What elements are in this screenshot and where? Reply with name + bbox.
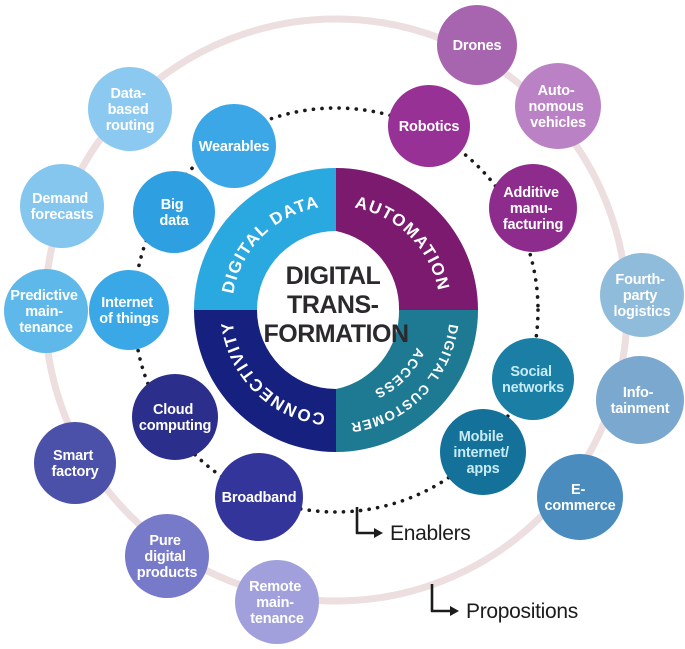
bubble-autonomous-vehicles: Auto- nomous vehicles bbox=[515, 63, 601, 149]
enablers-pointer: Enablers bbox=[355, 507, 471, 545]
bubble-label: Remote main- tenance bbox=[249, 579, 305, 627]
bubble-label: Info- tainment bbox=[611, 385, 670, 417]
bubble-label: Additive manu- facturing bbox=[503, 185, 563, 233]
bubble-label: Internet of things bbox=[99, 295, 159, 327]
bubble-label: Pure digital products bbox=[137, 533, 198, 581]
bubble-additive-manufacturing: Additive manu- facturing bbox=[489, 164, 577, 252]
propositions-pointer-line bbox=[430, 584, 450, 613]
bubble-cloud-computing: Cloud computing bbox=[132, 374, 218, 460]
bubble-label: Wearables bbox=[199, 139, 270, 155]
bubble-label: Data- based routing bbox=[106, 86, 155, 134]
bubble-label: Drones bbox=[453, 38, 502, 54]
bubble-circle bbox=[89, 270, 169, 350]
bubble-broadband: Broadband bbox=[215, 453, 303, 541]
bubble-label: Mobile internet/ apps bbox=[453, 429, 512, 477]
bubble-circle bbox=[489, 164, 577, 252]
bubble-circle bbox=[235, 560, 319, 644]
bubble-data-based-routing: Data- based routing bbox=[88, 67, 172, 151]
bubble-internet-of-things: Internet of things bbox=[89, 270, 169, 350]
propositions-label: Propositions bbox=[466, 600, 578, 623]
propositions-arrowhead-icon bbox=[450, 606, 459, 616]
bubble-predictive-maintenance: Predictive main- tenance bbox=[4, 269, 88, 353]
segment-connectivity bbox=[194, 310, 336, 452]
bubble-label: Robotics bbox=[399, 119, 460, 135]
segment-automation bbox=[336, 168, 478, 310]
bubble-label: Smart factory bbox=[52, 448, 99, 480]
bubble-smart-factory: Smart factory bbox=[34, 422, 116, 504]
propositions-pointer: Propositions bbox=[430, 584, 578, 623]
bubble-label: Demand forecasts bbox=[31, 191, 94, 223]
bubble-infotainment: Info- tainment bbox=[596, 356, 684, 444]
bubble-circle bbox=[34, 422, 116, 504]
segment-digital-data bbox=[194, 168, 336, 310]
bubble-robotics: Robotics bbox=[388, 85, 470, 167]
bubble-label: Social networks bbox=[502, 364, 564, 396]
bubble-remote-maintenance: Remote main- tenance bbox=[235, 560, 319, 644]
bubble-circle bbox=[132, 374, 218, 460]
bubble-circle bbox=[4, 269, 88, 353]
bubble-wearables: Wearables bbox=[192, 104, 276, 188]
enablers-dotted-ring bbox=[132, 106, 540, 514]
bubble-circle bbox=[388, 85, 470, 167]
bubble-circle bbox=[133, 171, 215, 253]
bubble-circle bbox=[215, 453, 303, 541]
bubble-pure-digital-products: Pure digital products bbox=[125, 514, 209, 598]
bubble-circle bbox=[192, 104, 276, 188]
bubble-fourth-party-logistics: Fourth- party logistics bbox=[600, 253, 684, 337]
bubble-label: Big data bbox=[159, 197, 189, 229]
bubble-circle bbox=[440, 409, 526, 495]
bubble-label: E- commerce bbox=[545, 482, 616, 514]
bubble-mobile-internet-apps: Mobile internet/ apps bbox=[440, 409, 526, 495]
bubble-label: Broadband bbox=[222, 490, 297, 506]
bubble-label: Fourth- party logistics bbox=[613, 272, 670, 320]
enablers-label: Enablers bbox=[390, 522, 470, 545]
bubble-circle bbox=[437, 5, 517, 85]
enablers-arrowhead-icon bbox=[374, 528, 383, 538]
bubble-circle bbox=[125, 514, 209, 598]
bubble-drones: Drones bbox=[437, 5, 517, 85]
enablers-pointer-line bbox=[355, 507, 374, 535]
bubble-label: Predictive main- tenance bbox=[10, 288, 81, 336]
bubble-label: Cloud computing bbox=[139, 402, 211, 434]
bubble-demand-forecasts: Demand forecasts bbox=[20, 164, 104, 248]
bubble-big-data: Big data bbox=[133, 171, 215, 253]
bubble-e-commerce: E- commerce bbox=[537, 454, 623, 540]
bubble-circle bbox=[596, 356, 684, 444]
bubble-social-networks: Social networks bbox=[492, 338, 574, 420]
bubble-circle bbox=[600, 253, 684, 337]
bubble-circle bbox=[88, 67, 172, 151]
center-title: DIGITAL TRANS- FORMATION bbox=[263, 262, 408, 348]
bubble-circle bbox=[20, 164, 104, 248]
segment-digital-customer-access bbox=[336, 310, 478, 452]
bubble-circle bbox=[515, 63, 601, 149]
bubble-circle bbox=[537, 454, 623, 540]
bubble-circle bbox=[492, 338, 574, 420]
bubble-label: Auto- nomous vehicles bbox=[528, 83, 587, 131]
